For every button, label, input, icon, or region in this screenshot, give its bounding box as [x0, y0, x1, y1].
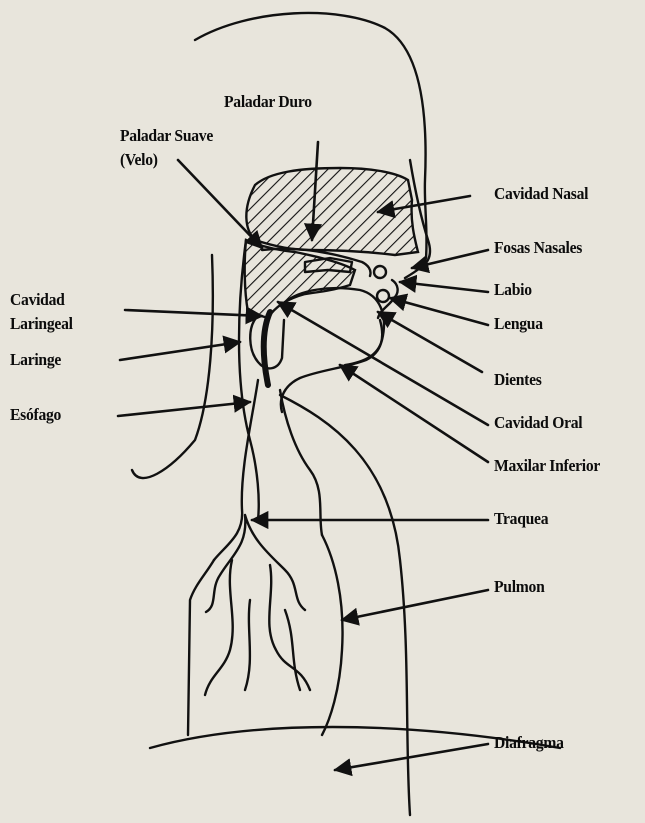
trachea-right — [280, 390, 322, 535]
label-cavidad-nasal: Cavidad Nasal — [494, 184, 588, 204]
arrow-cavidad-laringeal — [125, 310, 262, 316]
label-velo: (Velo) — [120, 150, 158, 170]
arrow-pulmon — [342, 590, 488, 620]
label-cavidad: Cavidad — [10, 290, 65, 310]
label-fosas-nasales: Fosas Nasales — [494, 238, 582, 258]
esophagus-dark — [264, 312, 270, 385]
arrow-fosas-nasales — [412, 250, 488, 268]
arrow-diafragma — [335, 744, 488, 770]
label-diafragma: Diafragma — [494, 733, 564, 753]
label-pulmon: Pulmon — [494, 577, 544, 597]
nasal-cavity-region — [246, 168, 418, 255]
lung-branches — [205, 515, 310, 695]
arrow-laringe — [120, 342, 240, 360]
label-dientes: Dientes — [494, 370, 542, 390]
label-maxilar-inferior: Maxilar Inferior — [494, 456, 600, 476]
arrow-labio — [400, 282, 488, 292]
label-paladar-suave: Paladar Suave — [120, 126, 213, 146]
label-esofago: Esófago — [10, 405, 61, 425]
arrow-dientes — [378, 312, 482, 372]
label-laringeal: Laringeal — [10, 314, 73, 334]
label-paladar-duro: Paladar Duro — [224, 92, 312, 112]
label-laringe: Laringe — [10, 350, 61, 370]
label-cavidad-oral: Cavidad Oral — [494, 413, 582, 433]
label-traquea: Traquea — [494, 509, 548, 529]
neck-back-line — [132, 255, 213, 478]
tongue-outline — [285, 288, 384, 365]
arrow-lengua — [390, 298, 488, 325]
label-labio: Labio — [494, 280, 532, 300]
upper-teeth — [374, 266, 386, 278]
lung-outline-right — [322, 535, 343, 735]
arrow-esofago — [118, 402, 250, 416]
label-lengua: Lengua — [494, 314, 543, 334]
lower-teeth — [377, 290, 389, 302]
thorax-left — [188, 560, 214, 735]
